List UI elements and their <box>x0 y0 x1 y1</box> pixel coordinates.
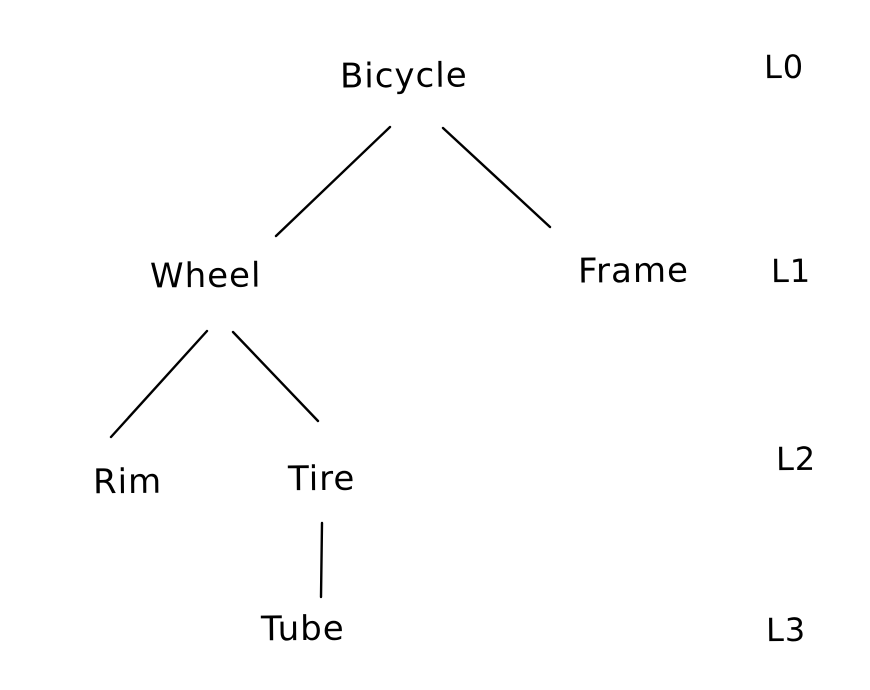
level-label-l0: L0 <box>763 47 805 87</box>
level-label-l1: L1 <box>770 251 812 291</box>
tree-node-bicycle: Bicycle <box>339 55 468 97</box>
edge-tire-tube <box>319 521 324 599</box>
tree-node-tire: Tire <box>287 458 356 500</box>
edge-bicycle-frame <box>441 126 552 229</box>
level-label-l3: L3 <box>765 610 807 650</box>
level-label-l2: L2 <box>775 439 817 479</box>
edge-wheel-rim <box>109 329 209 439</box>
tree-node-rim: Rim <box>92 461 163 503</box>
tree-node-tube: Tube <box>260 608 345 650</box>
edge-wheel-tire <box>231 330 320 423</box>
tree-node-frame: Frame <box>577 250 690 292</box>
edge-bicycle-wheel <box>274 125 392 238</box>
tree-node-wheel: Wheel <box>149 255 262 297</box>
